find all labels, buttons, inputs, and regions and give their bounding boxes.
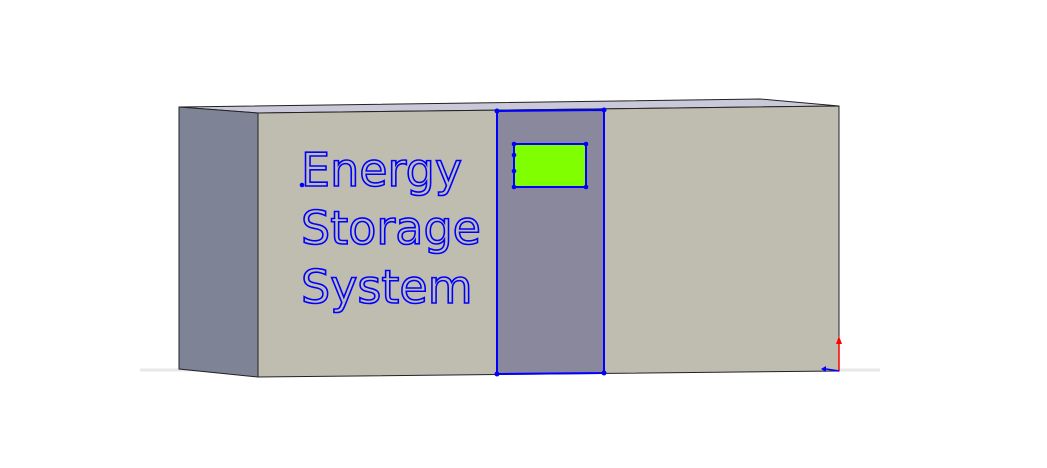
y-axis-arrow-icon [836, 336, 842, 344]
sketch-point[interactable] [511, 141, 517, 147]
sketch-point[interactable] [511, 184, 517, 190]
sketch-point[interactable] [583, 141, 589, 147]
door-sketch-points [494, 107, 607, 377]
label-line-system[interactable]: System [300, 259, 473, 315]
sketch-point[interactable] [601, 107, 607, 113]
axis-triad [821, 336, 842, 372]
energy-storage-system-label[interactable]: Energy Storage System [299, 142, 482, 315]
display-screen[interactable] [513, 143, 587, 188]
x-axis-arrow-icon [821, 366, 826, 372]
text-anchor-point[interactable] [299, 182, 305, 188]
sketch-point[interactable] [583, 184, 589, 190]
x-axis-line [825, 368, 840, 372]
sketch-point[interactable] [601, 370, 607, 376]
sketch-point[interactable] [494, 108, 500, 114]
sketch-point[interactable] [494, 371, 500, 377]
sketch-point[interactable] [511, 168, 517, 174]
sketch-point[interactable] [511, 152, 517, 158]
screen-sketch-points [511, 141, 589, 190]
label-line-storage[interactable]: Storage [300, 200, 482, 256]
left-side-face[interactable] [178, 106, 259, 378]
label-line-energy[interactable]: Energy [300, 142, 463, 198]
